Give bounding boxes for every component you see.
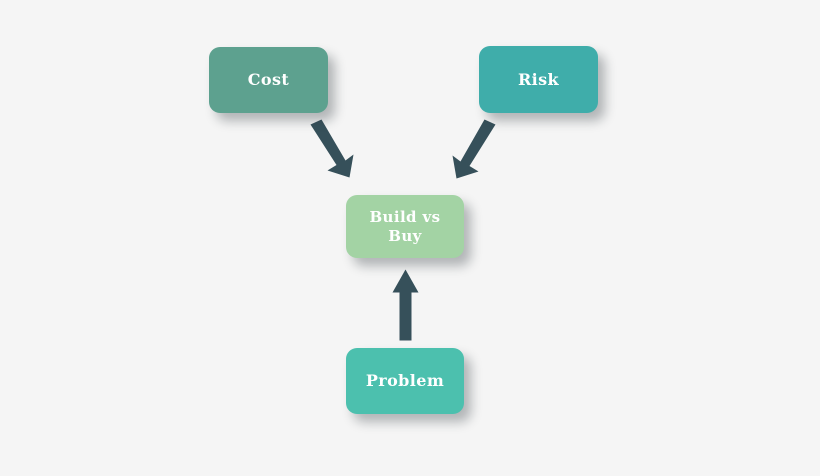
node-cost-label: Cost xyxy=(247,70,290,89)
node-build-vs-buy-label: Build vs Buy xyxy=(369,207,441,245)
node-cost[interactable]: Cost xyxy=(209,47,328,113)
arrow-risk-to-decision xyxy=(452,119,496,179)
node-risk-label: Risk xyxy=(517,69,560,89)
node-problem[interactable]: Problem xyxy=(346,348,464,414)
arrow-problem-to-decision xyxy=(392,269,419,341)
node-build-vs-buy[interactable]: Build vs Buy xyxy=(346,195,464,258)
node-problem-label: Problem xyxy=(365,371,445,390)
node-risk[interactable]: Risk xyxy=(479,46,598,113)
arrow-cost-to-decision xyxy=(310,119,354,178)
